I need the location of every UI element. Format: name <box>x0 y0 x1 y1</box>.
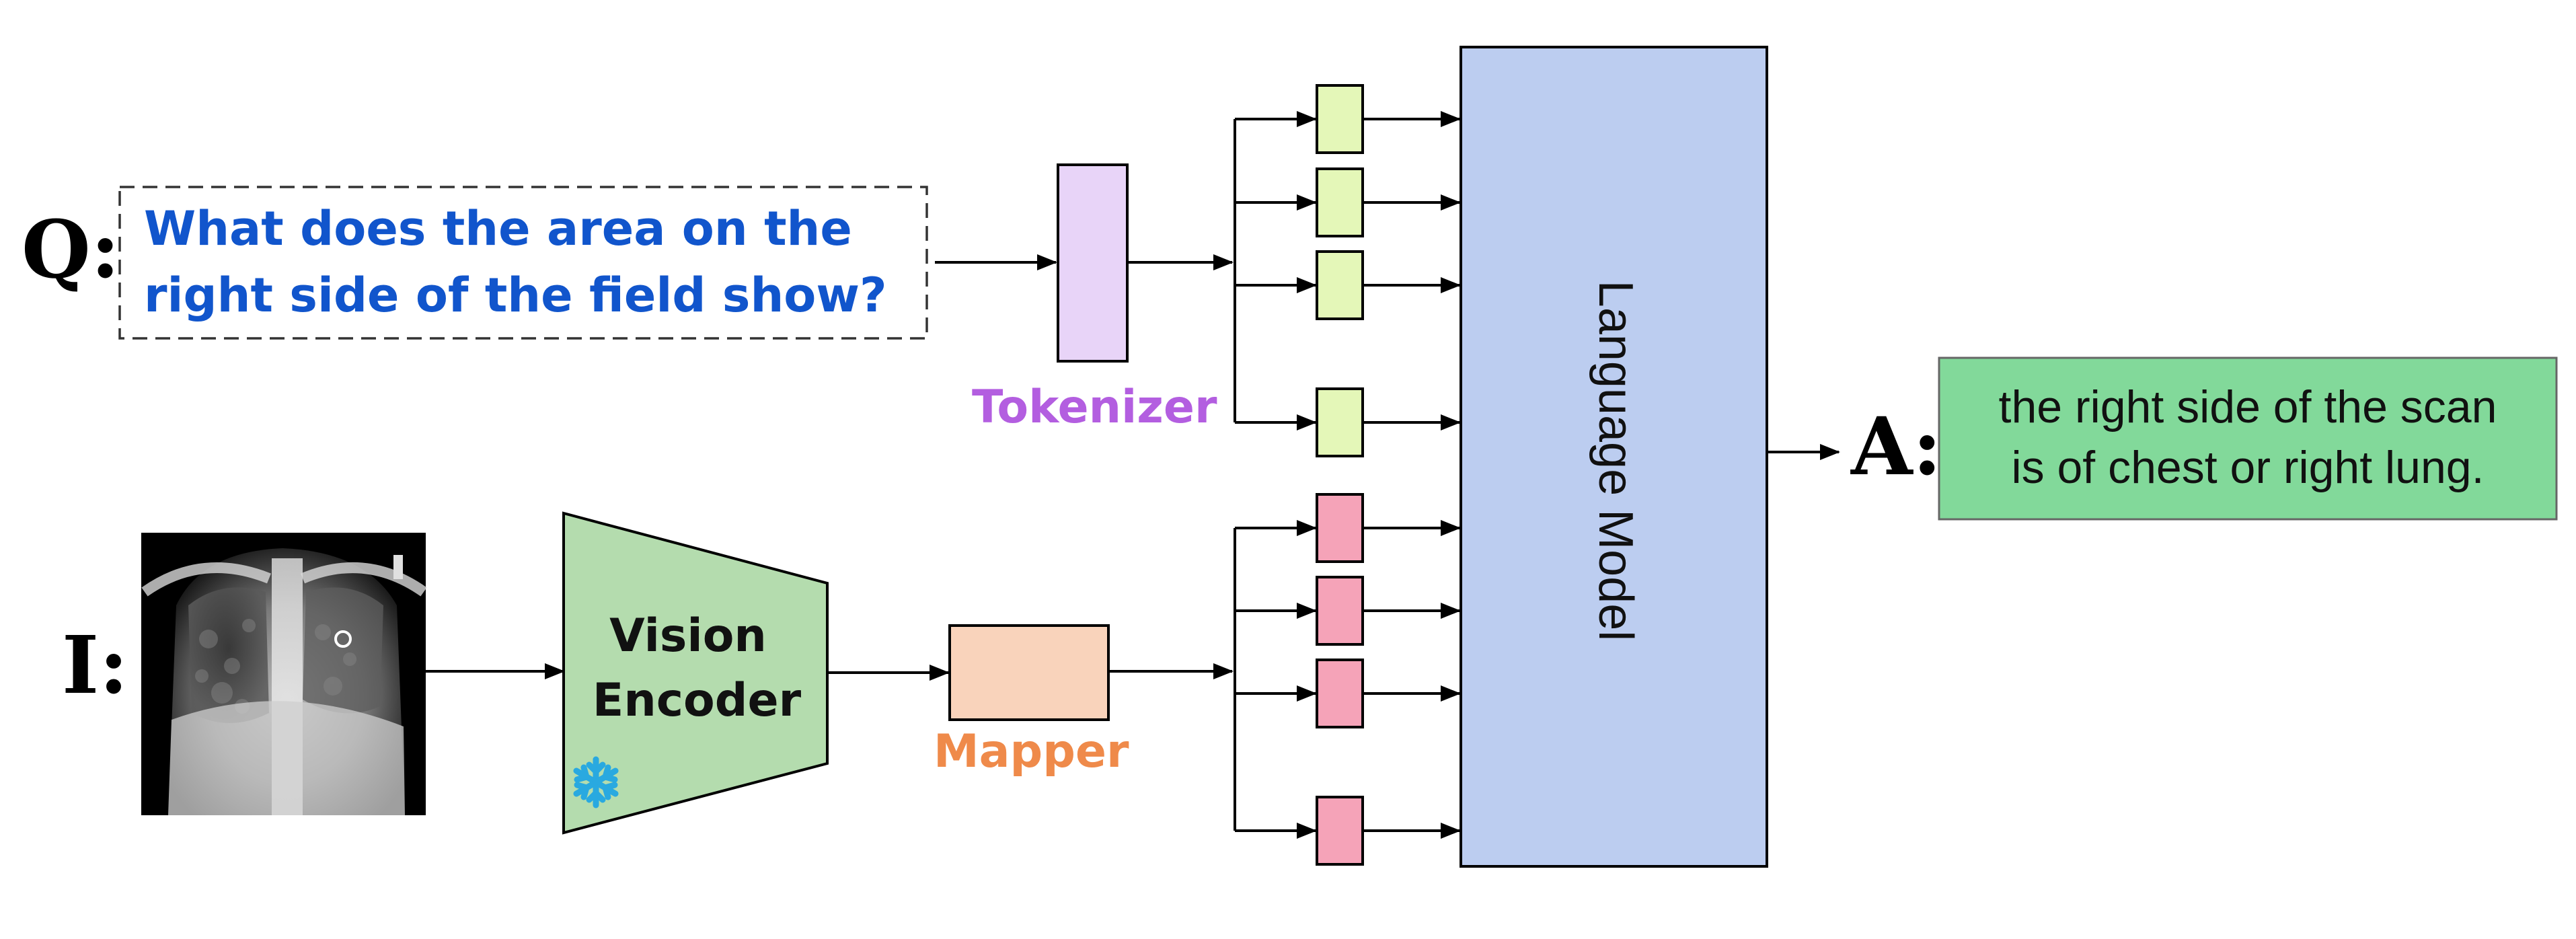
image-token-4 <box>1316 796 1364 866</box>
image-token-1 <box>1316 493 1364 563</box>
text-token-group <box>1235 84 1461 457</box>
mapper-label: Mapper <box>934 725 1129 778</box>
text-token-2 <box>1316 167 1364 237</box>
question-box <box>118 186 928 340</box>
snowflake-icon <box>573 756 619 809</box>
question-prefix: Q: <box>22 202 120 296</box>
answer-text-line-1: the right side of the scan <box>1999 381 2497 433</box>
chest-xray-image <box>141 533 427 815</box>
answer-text-line-2: is of chest or right lung. <box>2011 442 2484 493</box>
vision-encoder-label-line-1: Vision <box>609 609 767 663</box>
answer-box <box>1938 356 2558 521</box>
tokenizer-label: Tokenizer <box>972 381 1217 434</box>
tokenizer-block <box>1057 163 1129 363</box>
language-model-block <box>1460 46 1768 868</box>
image-token-group <box>1235 493 1461 866</box>
question-text-line-1: What does the area on the <box>144 201 852 256</box>
image-token-2 <box>1316 576 1364 646</box>
text-token-3 <box>1316 250 1364 320</box>
language-model-label: Language Model <box>1589 280 1642 641</box>
mapper-block <box>948 624 1110 721</box>
text-token-1 <box>1316 84 1364 154</box>
image-prefix: I: <box>62 618 128 712</box>
image-token-3 <box>1316 659 1364 728</box>
vision-encoder-label-line-2: Encoder <box>593 674 802 727</box>
vision-encoder-block <box>562 511 829 835</box>
question-text-line-2: right side of the field show? <box>144 268 887 323</box>
answer-prefix: A: <box>1850 400 1942 493</box>
text-token-4 <box>1316 387 1364 457</box>
